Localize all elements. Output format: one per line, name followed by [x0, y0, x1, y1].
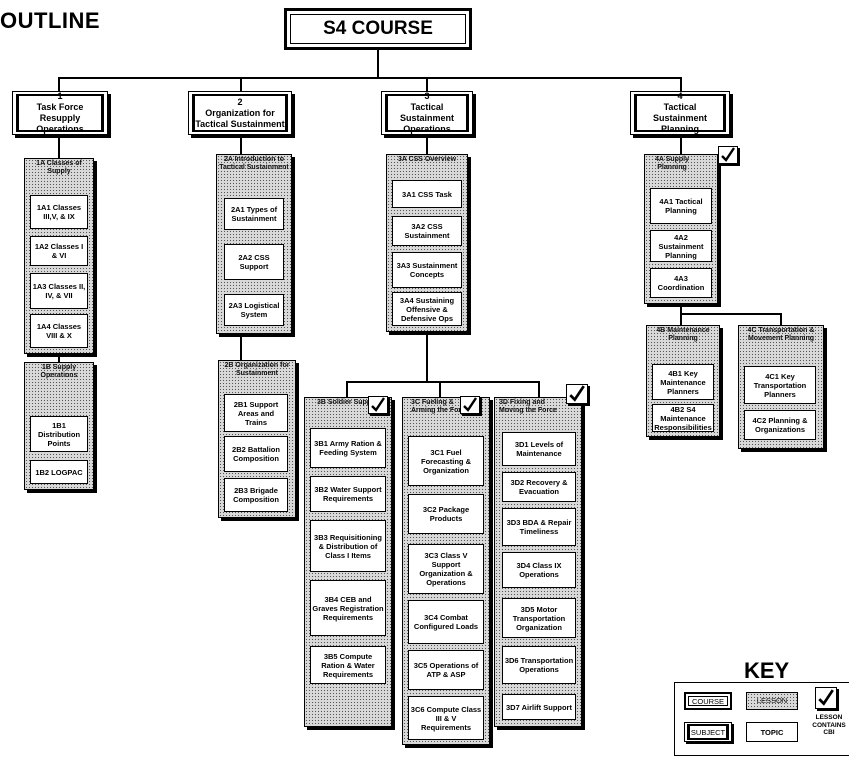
topic-3A4: 3A4 Sustaining Offensive & Defensive Ops [392, 292, 462, 326]
topic-3D4: 3D4 Class IX Operations [502, 552, 576, 588]
lesson-label: 2B Organization for Sustainment [224, 362, 290, 377]
subject-number: 3 [424, 91, 430, 101]
lesson-label: 3A CSS Overview [397, 156, 457, 163]
outline-title: OUTLINE [0, 8, 101, 33]
key-subject-label: SUBJECT [687, 724, 729, 740]
topic-3D3: 3D3 BDA & Repair Timeliness [502, 508, 576, 546]
topic-3D7: 3D7 Airlift Support [502, 694, 576, 720]
topic-4A2: 4A2 Sustainment Planning [650, 230, 712, 262]
subject-name: Organization for Tactical Sustainment [195, 107, 285, 129]
topic-3B5: 3B5 Compute Ration & Water Requirements [310, 646, 386, 684]
topic-2B1: 2B1 Support Areas and Trains [224, 394, 288, 432]
lesson-label: 3D Fixing and Moving the Force [499, 399, 557, 414]
topic-4C1: 4C1 Key Transportation Planners [744, 366, 816, 404]
key-course-sample: COURSE [684, 692, 732, 710]
topic-3C1: 3C1 Fuel Forecasting & Organization [408, 436, 484, 486]
topic-1A3: 1A3 Classes II, IV, & VII [30, 273, 88, 309]
lesson-label: 3C Fueling & Arming the Force [411, 399, 469, 414]
topic-2A3: 2A3 Logistical System [224, 294, 284, 326]
lesson-label: 1A Classes of Supply [36, 160, 82, 175]
key-legend [674, 682, 849, 756]
topic-3A2: 3A2 CSS Sustainment [392, 216, 462, 246]
lesson-label: 4C Transportation & Movement Planning [747, 327, 815, 342]
topic-2B2: 2B2 Battalion Composition [224, 436, 288, 472]
topic-4B2: 4B2 S4 Maintenance Responsibilities [652, 404, 714, 432]
topic-3D6: 3D6 Transportation Operations [502, 646, 576, 684]
topic-3D5: 3D5 Motor Transportation Organization [502, 598, 576, 638]
subject-number: 1 [57, 91, 63, 101]
lesson-label: 2A Introduction to Tactical Sustainment [219, 156, 289, 171]
lesson-label: 4A Supply Planning [655, 156, 689, 171]
topic-3C2: 3C2 Package Products [408, 494, 484, 534]
key-check-label: LESSON CONTAINS CBI [812, 714, 846, 736]
topic-1B1: 1B1 Distribution Points [30, 416, 88, 452]
lesson-label: 4B Maintenance Planning [656, 327, 710, 342]
key-subject-sample: SUBJECT [684, 722, 732, 742]
topic-4C2: 4C2 Planning & Organizations [744, 410, 816, 440]
subject-number: 2 [237, 96, 243, 107]
lesson-label: 3B Soldier Support [317, 399, 381, 406]
key-title: KEY [744, 658, 790, 683]
cbi-check-icon [368, 396, 388, 414]
key-check-icon [815, 687, 837, 709]
topic-4B1: 4B1 Key Maintenance Planners [652, 364, 714, 400]
topic-3C6: 3C6 Compute Class III & V Requirements [408, 696, 484, 740]
topic-4A1: 4A1 Tactical Planning [650, 188, 712, 224]
topic-1B2: 1B2 LOGPAC [30, 460, 88, 484]
subject-number: 4 [677, 91, 683, 101]
topic-3B1: 3B1 Army Ration & Feeding System [310, 428, 386, 468]
topic-1A2: 1A2 Classes I & VI [30, 236, 88, 266]
topic-3B4: 3B4 CEB and Graves Registration Requirem… [310, 580, 386, 636]
course-box: S4 COURSE [284, 8, 472, 50]
topic-3D2: 3D2 Recovery & Evacuation [502, 472, 576, 502]
subject-name: Tactical Sustainment Planning [652, 102, 707, 134]
topic-3A3: 3A3 Sustainment Concepts [392, 252, 462, 288]
topic-3C3: 3C3 Class V Support Organization & Opera… [408, 544, 484, 594]
topic-3C5: 3C5 Operations of ATP & ASP [408, 650, 484, 690]
key-course-label: COURSE [688, 696, 728, 706]
topic-3D1: 3D1 Levels of Maintenance [502, 432, 576, 466]
key-topic-sample: TOPIC [746, 722, 798, 742]
topic-1A1: 1A1 Classes III,V, & IX [30, 195, 88, 229]
topic-3C4: 3C4 Combat Configured Loads [408, 600, 484, 644]
topic-3A1: 3A1 CSS Task [392, 180, 462, 208]
topic-2A1: 2A1 Types of Sustainment [224, 198, 284, 230]
topic-3B2: 3B2 Water Support Requirements [310, 476, 386, 512]
key-lesson-sample: LESSON [746, 692, 798, 710]
key-lesson-label: LESSON [756, 696, 788, 705]
topic-2B3: 2B3 Brigade Composition [224, 478, 288, 512]
cbi-check-icon [460, 396, 480, 414]
cbi-check-icon [718, 146, 738, 164]
topic-2A2: 2A2 CSS Support [224, 244, 284, 280]
subject-name: Tactical Sustainment Operations [399, 102, 454, 134]
lesson-label: 1B Supply Operations [40, 364, 78, 379]
course-label: S4 COURSE [290, 14, 466, 44]
topic-3B3: 3B3 Requisitioning & Distribution of Cla… [310, 520, 386, 572]
topic-4A3: 4A3 Coordination [650, 268, 712, 298]
topic-1A4: 1A4 Classes VIII & X [30, 314, 88, 348]
subject-name: Task Force Resupply Operations [36, 102, 84, 134]
cbi-check-icon [566, 384, 588, 404]
